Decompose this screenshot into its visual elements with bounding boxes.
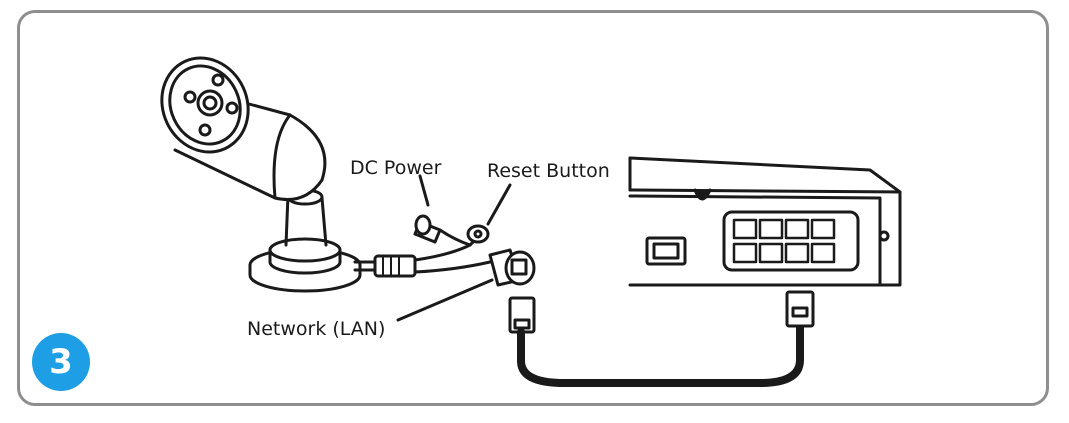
network-pointer bbox=[396, 278, 494, 322]
dc-power-label: DC Power bbox=[350, 157, 442, 179]
dc-power-pointer bbox=[418, 174, 430, 207]
bullet-camera bbox=[160, 56, 362, 293]
network-lan-label: Network (LAN) bbox=[247, 318, 386, 340]
step-number-badge: 3 bbox=[32, 333, 90, 391]
ethernet-cable bbox=[508, 290, 815, 387]
diagram-frame bbox=[17, 10, 1049, 406]
nvr-switch bbox=[628, 156, 902, 287]
reset-button-label: Reset Button bbox=[487, 160, 610, 182]
reset-pointer bbox=[486, 183, 512, 226]
camera-cable bbox=[353, 214, 536, 287]
